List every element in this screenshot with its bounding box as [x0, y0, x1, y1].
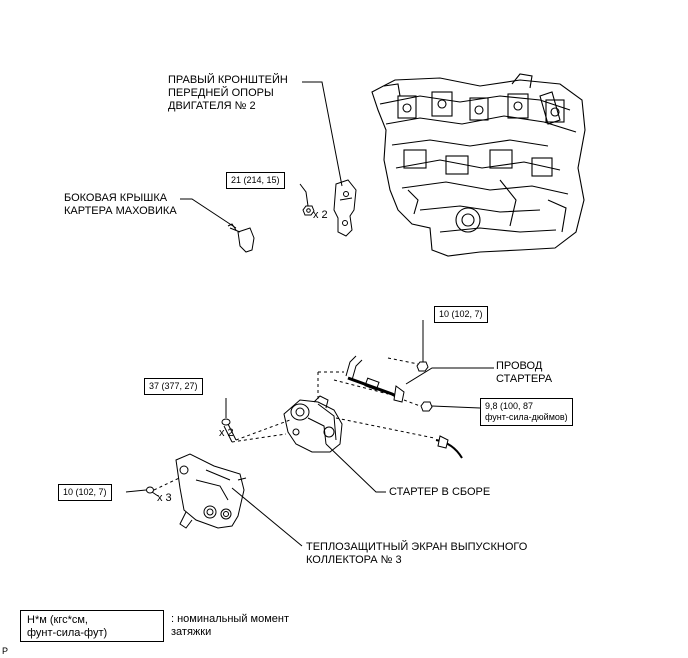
torque-bracket-nut: 21 (214, 15) [226, 172, 285, 189]
torque-shield-bolt: 10 (102, 7) [58, 484, 112, 501]
legend-text: : номинальный момент затяжки [171, 613, 289, 639]
legend-text-line: затяжки [171, 626, 212, 638]
torque-line: 9,8 (100, 87 [485, 401, 534, 411]
label-line: КАРТЕРА МАХОВИКА [64, 205, 177, 217]
torque-wire-nut-top: 10 (102, 7) [434, 306, 488, 323]
label-starter-wire: ПРОВОД СТАРТЕРА [496, 360, 552, 386]
qty-shield-bolts: x 3 [157, 492, 172, 504]
bracket-nut [302, 205, 315, 216]
qty-starter-bolts: x 2 [219, 427, 234, 439]
torque-wire-nut-terminal: 9,8 (100, 87 фунт-сила-дюймов) [480, 398, 573, 426]
bracket-torque-leader [299, 183, 309, 207]
qty-bracket-nuts: x 2 [313, 209, 328, 221]
bracket-leader [302, 81, 343, 187]
reference-mark: P [2, 646, 9, 656]
shield-bolt [146, 486, 159, 497]
starter-bolt [221, 418, 237, 443]
heat-insulator-leader [231, 487, 303, 547]
label-starter-assembly: СТАРТЕР В СБОРЕ [389, 486, 491, 498]
label-line: СТАРТЕРА [496, 373, 553, 385]
label-line: ДВИГАТЕЛЯ № 2 [168, 100, 256, 112]
shield-bolt-leader [125, 489, 147, 493]
label-line: КОЛЛЕКТОРА № 3 [306, 554, 402, 566]
legend-box-line: Н*м (кгс*см, [27, 614, 88, 626]
label-line: ТЕПЛОЗАЩИТНЫЙ ЭКРАН ВЫПУСКНОГО [306, 541, 528, 553]
label-line: БОКОВАЯ КРЫШКА [64, 192, 168, 204]
starter-leader [325, 443, 386, 493]
label-flywheel-cover: БОКОВАЯ КРЫШКА КАРТЕРА МАХОВИКА [64, 192, 177, 218]
wire-nut-top [416, 361, 429, 372]
engine-mount-bracket [333, 179, 357, 237]
flywheel-cover-leader [180, 198, 237, 229]
wire-nut-terminal [420, 401, 433, 412]
label-engine-mount-bracket: ПРАВЫЙ КРОНШТЕЙН ПЕРЕДНЕЙ ОПОРЫ ДВИГАТЕЛ… [168, 74, 288, 113]
heat-insulator [175, 453, 247, 529]
engine-block [371, 73, 586, 257]
starter-wire-leader [405, 367, 494, 385]
starter-wire [345, 355, 463, 459]
legend-text-line: : номинальный момент [171, 613, 290, 625]
label-line: ПРАВЫЙ КРОНШТЕЙН [168, 74, 288, 86]
flywheel-housing-cover [227, 223, 255, 253]
label-line: ПЕРЕДНЕЙ ОПОРЫ [168, 87, 274, 99]
torque-starter-bolt: 37 (377, 27) [144, 378, 203, 395]
starter-assembly [283, 395, 343, 453]
torque-line: фунт-сила-дюймов) [485, 412, 568, 422]
label-heat-insulator: ТЕПЛОЗАЩИТНЫЙ ЭКРАН ВЫПУСКНОГО КОЛЛЕКТОР… [306, 541, 527, 567]
wire-nut-terminal-leader [431, 405, 481, 409]
label-line: ПРОВОД [496, 360, 543, 372]
legend-box: Н*м (кгс*см, фунт-сила-фут) [20, 610, 164, 642]
legend-box-line: фунт-сила-фут) [27, 627, 108, 639]
